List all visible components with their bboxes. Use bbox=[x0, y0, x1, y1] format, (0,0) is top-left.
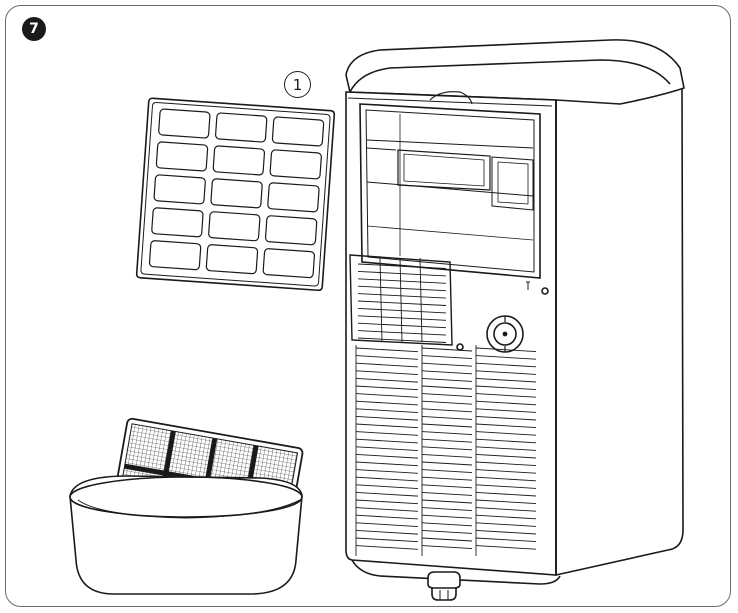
step-number-badge: 7 bbox=[22, 17, 46, 41]
callout-marker: 1 bbox=[284, 71, 311, 98]
drain-plug bbox=[427, 571, 461, 601]
washing-basin bbox=[69, 475, 303, 595]
filter-panel bbox=[135, 97, 336, 292]
air-conditioner-unit bbox=[345, 39, 685, 585]
illustration-frame bbox=[5, 5, 731, 607]
